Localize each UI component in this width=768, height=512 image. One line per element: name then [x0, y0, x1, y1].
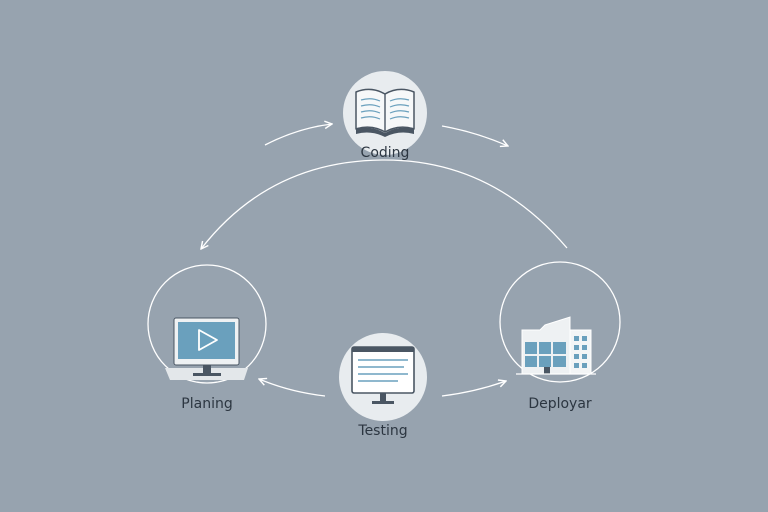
deployment-ring [499, 261, 621, 383]
arrow-planning-to-coding [264, 124, 332, 146]
arrow-testing-to-deployment [441, 381, 506, 397]
node-deployment [499, 261, 621, 383]
monitor-play-icon [165, 317, 248, 380]
planning-ring [147, 264, 267, 384]
node-label-planning: Planing [181, 396, 233, 412]
arrow-testing-to-planning [259, 379, 326, 397]
arrow-main-return-arc [201, 159, 568, 249]
arrow-coding-to-deployment [441, 125, 508, 146]
open-book-icon [355, 88, 415, 137]
monitor-text-icon [351, 346, 415, 404]
node-testing [339, 333, 427, 421]
node-planning [147, 264, 267, 384]
node-label-coding: Coding [360, 145, 410, 161]
building-icon [516, 316, 596, 375]
node-label-testing: Testing [358, 423, 408, 439]
node-label-deployment: Deployar [528, 396, 592, 412]
node-coding [343, 71, 427, 155]
